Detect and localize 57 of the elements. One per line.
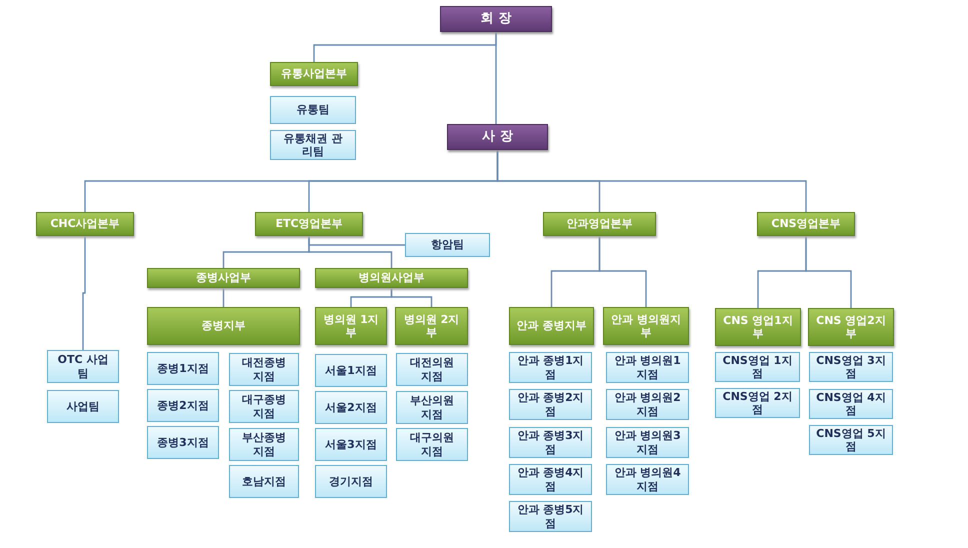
division-box: ETC영업본부 [255,212,363,236]
division-box: 안과 병의원지부 [603,307,689,345]
division-box: 유통사업본부 [270,62,358,86]
connector-line [805,236,852,308]
team-box: CNS영업 4지점 [809,389,893,419]
connector-line [598,236,647,307]
division-box: CNS영업본부 [757,212,855,236]
team-box: 서울3지점 [315,428,387,461]
team-box: 유통팀 [270,96,356,124]
connector-line [390,288,432,307]
team-box: 종병2지점 [147,389,219,422]
team-box: 부산종병 지점 [229,428,299,461]
division-box: 병의원 1지부 [315,307,387,345]
division-box: CNS 영업2지부 [808,308,894,346]
connector-line [222,288,224,307]
team-box: CNS영업 2지점 [715,388,800,418]
connector-line [496,150,807,212]
team-box: OTC 사업팀 [47,350,119,383]
team-box: 대전종병 지점 [229,353,299,386]
team-box: 경기지점 [315,465,387,498]
team-box: 안과 병의원1지점 [606,352,689,383]
connector-line [495,32,497,124]
team-box: CNS영업 5지점 [809,425,893,455]
team-box: 안과 종병2지점 [509,389,592,420]
team-box: 유통채권 관리팀 [270,130,356,160]
division-box: 종병지부 [147,307,300,345]
executive-box: 사 장 [447,124,548,150]
team-box: 서울2지점 [315,391,387,424]
team-box: 서울1지점 [315,354,387,387]
team-box: 안과 종병1지점 [509,352,592,383]
team-box: 대전의원 지점 [396,353,468,386]
team-box: 안과 병의원2지점 [606,389,689,420]
team-box: 부산의원 지점 [396,391,468,424]
team-box: 안과 종병5지점 [509,501,592,532]
team-box: 종병1지점 [147,352,219,385]
connector-line [308,236,392,268]
team-box: 호남지점 [229,465,299,498]
division-box: 병의원사업부 [315,268,468,288]
division-box: 종병사업부 [147,268,300,288]
division-box: CHC사업본부 [36,212,134,236]
team-box: 안과 병의원4지점 [606,464,689,495]
division-box: 안과 종병지부 [509,307,594,345]
team-box: 대구의원 지점 [396,428,468,461]
team-box: 안과 종병4지점 [509,464,592,495]
team-box: 종병3지점 [147,426,219,459]
team-box: CNS영업 3지점 [809,352,893,382]
executive-box: 회 장 [440,6,552,32]
connector-line [82,236,86,350]
division-box: 안과영업본부 [543,212,656,236]
division-box: CNS 영업1지부 [715,308,801,346]
team-box: 안과 종병3지점 [509,427,592,458]
team-box: 대구종병 지점 [229,390,299,423]
team-box: 사업팀 [47,390,119,423]
team-box: CNS영업 1지점 [715,352,800,382]
division-box: 병의원 2지부 [395,307,468,345]
team-box: 안과 병의원3지점 [606,427,689,458]
team-box: 항암팀 [405,233,490,257]
